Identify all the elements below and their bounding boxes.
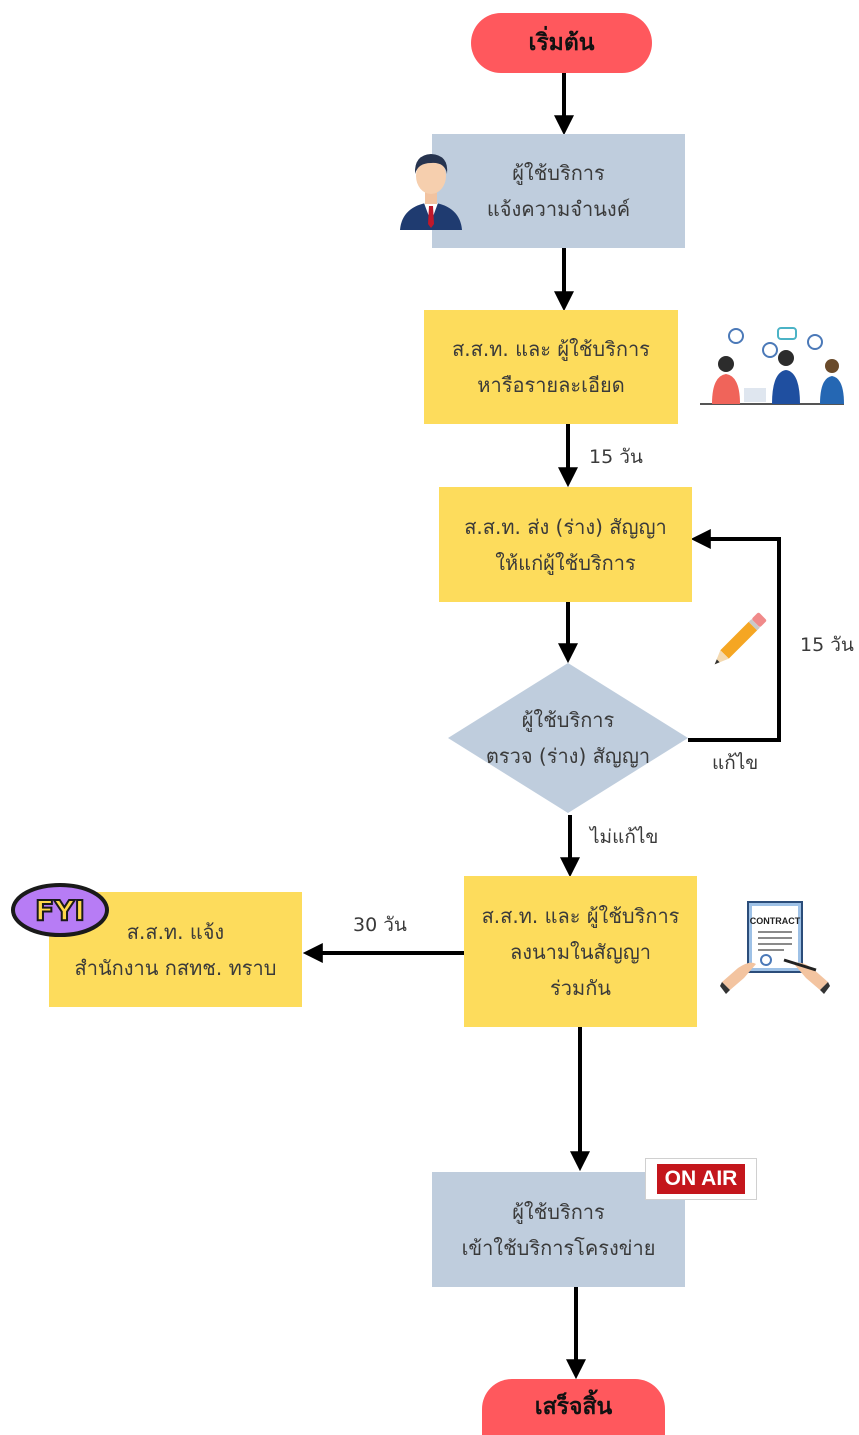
sign-process: ส.ส.ท. และ ผู้ใช้บริการ ลงนามในสัญญา ร่ว…	[464, 876, 697, 1027]
use-network-process: ผู้ใช้บริการ เข้าใช้บริการโครงข่าย	[432, 1172, 685, 1287]
review-decision: ผู้ใช้บริการ ตรวจ (ร่าง) สัญญา	[460, 690, 676, 786]
end-terminal: เสร็จสิ้น	[482, 1379, 665, 1435]
notify-line-1: ผู้ใช้บริการ	[512, 161, 605, 185]
discuss-line-1: ส.ส.ท. และ ผู้ใช้บริการ	[452, 337, 650, 361]
send-draft-process: ส.ส.ท. ส่ง (ร่าง) สัญญา ให้แก่ผู้ใช้บริก…	[439, 487, 692, 602]
use-line-1: ผู้ใช้บริการ	[512, 1199, 605, 1224]
inform-line-2: สำนักงาน กสทช. ทราบ	[74, 955, 277, 980]
discuss-line-2: หารือรายละเอียด	[477, 373, 625, 397]
meeting-people-icon	[700, 327, 844, 405]
on-air-text: ON AIR	[656, 1164, 746, 1194]
contract-heading: CONTRACT	[750, 916, 801, 926]
send-draft-line-1: ส.ส.ท. ส่ง (ร่าง) สัญญา	[464, 514, 667, 539]
fyi-badge-icon: FYI	[11, 883, 109, 937]
edge-label-revise: แก้ไข	[712, 752, 759, 774]
edge-label-15-days-loop: 15 วัน	[800, 634, 854, 656]
edge-label-15-days: 15 วัน	[589, 446, 643, 468]
notify-process: ผู้ใช้บริการ แจ้งความจำนงค์	[432, 134, 685, 248]
discuss-process: ส.ส.ท. และ ผู้ใช้บริการ หารือรายละเอียด	[424, 310, 678, 424]
businessman-icon	[400, 154, 462, 230]
sign-line-3: ร่วมกัน	[550, 975, 611, 1000]
review-line-1: ผู้ใช้บริการ	[521, 708, 615, 732]
sign-line-1: ส.ส.ท. และ ผู้ใช้บริการ	[481, 903, 680, 928]
start-terminal: เริ่มต้น	[471, 13, 652, 73]
review-diamond	[448, 663, 688, 813]
inform-line-1: ส.ส.ท. แจ้ง	[126, 919, 225, 944]
sign-line-2: ลงนามในสัญญา	[509, 939, 652, 964]
notify-line-2: แจ้งความจำนงค์	[486, 197, 631, 221]
edge-label-no-revise: ไม่แก้ไข	[590, 826, 659, 848]
arrow-revise-loop	[688, 529, 781, 742]
use-line-2: เข้าใช้บริการโครงข่าย	[461, 1235, 656, 1260]
contract-signing-icon: CONTRACT	[720, 901, 830, 994]
pencil-icon	[714, 612, 767, 665]
on-air-badge-icon: ON AIR	[645, 1158, 757, 1200]
fyi-text: FYI	[35, 894, 85, 927]
send-draft-line-2: ให้แก่ผู้ใช้บริการ	[495, 550, 636, 575]
review-line-2: ตรวจ (ร่าง) สัญญา	[485, 744, 651, 768]
edge-label-30-days: 30 วัน	[353, 914, 407, 936]
